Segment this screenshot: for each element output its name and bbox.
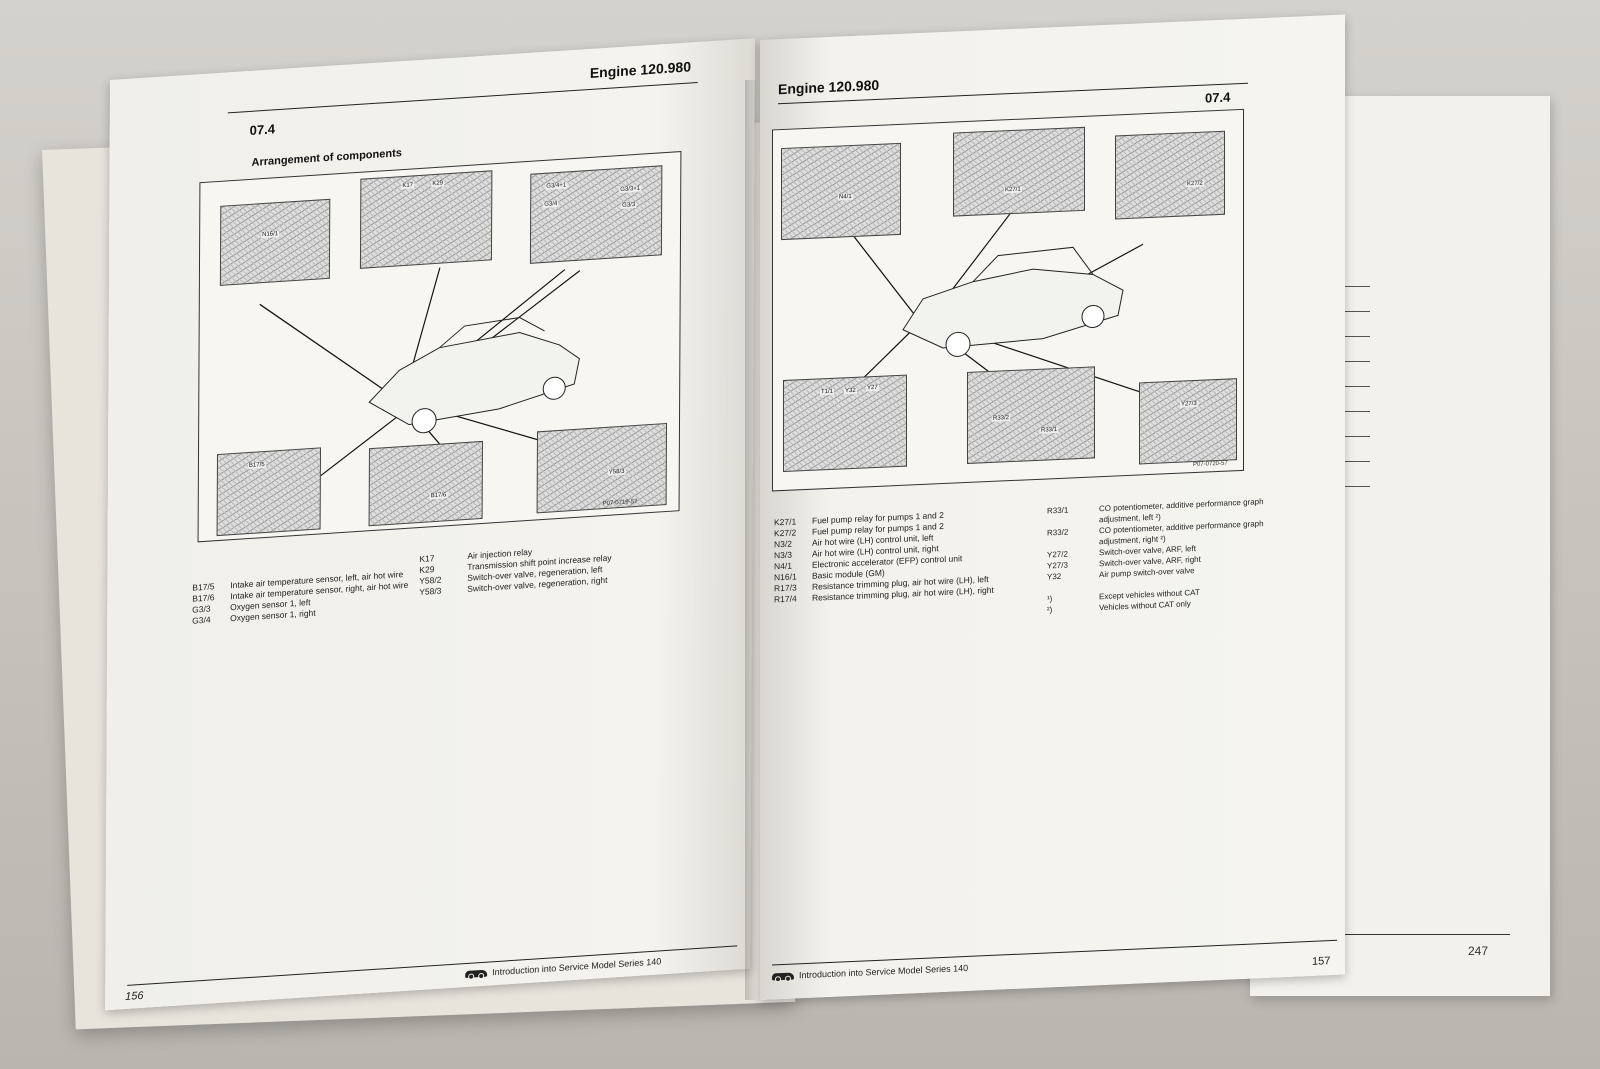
engine-title: Engine 120.980 — [778, 76, 880, 98]
photo-panel: N16/1 — [219, 198, 331, 286]
right-page: Engine 120.980 07.4 N4/1 K27/1 K27/2 T1/… — [760, 14, 1345, 1000]
section-number: 07.4 — [249, 121, 276, 138]
page-footer: Introduction into Service Model Series 1… — [772, 963, 968, 982]
section-number: 07.4 — [1205, 89, 1231, 106]
engine-title: Engine 120.980 — [589, 58, 692, 81]
subheading: Arrangement of components — [251, 147, 402, 169]
back-page-number: 247 — [1468, 944, 1489, 958]
photo-panel: K27/1 — [953, 126, 1085, 217]
photo-panel: K27/2 — [1115, 130, 1225, 220]
left-page: Engine 120.980 07.4 Arrangement of compo… — [105, 38, 755, 1011]
photo-panel: G3/4+1 G3/3+1 G3/4 G3/3 — [529, 165, 663, 264]
car-icon — [772, 972, 794, 980]
component-figure: N16/1 K17 K29 G3/4+1 G3/3+1 G3/4 G3/3 B1… — [197, 151, 682, 543]
figure-leader-lines — [832, 209, 1174, 409]
photo-panel: B17/6 — [368, 440, 483, 527]
component-figure: N4/1 K27/1 K27/2 T1/1 Y32 Y27 R33/2 R33/… — [772, 108, 1244, 492]
page-number: 156 — [125, 989, 144, 1004]
photo-panel: Y58/3 — [536, 422, 668, 514]
page-footer: Introduction into Service Model Series 1… — [465, 956, 661, 979]
photo-panel: K17 K29 — [359, 170, 493, 269]
photo-panel: B17/5 — [216, 447, 322, 537]
photo-panel: N4/1 — [781, 142, 901, 241]
photo-panel: R33/2 R33/1 — [967, 366, 1095, 464]
book-spine-shadow — [745, 80, 763, 1000]
page-number: 157 — [1312, 955, 1331, 968]
figure-leader-lines — [259, 267, 600, 509]
car-icon — [465, 969, 488, 978]
photo-panel: Y27/3 — [1139, 378, 1237, 465]
photo-panel: T1/1 Y32 Y27 — [783, 374, 907, 472]
